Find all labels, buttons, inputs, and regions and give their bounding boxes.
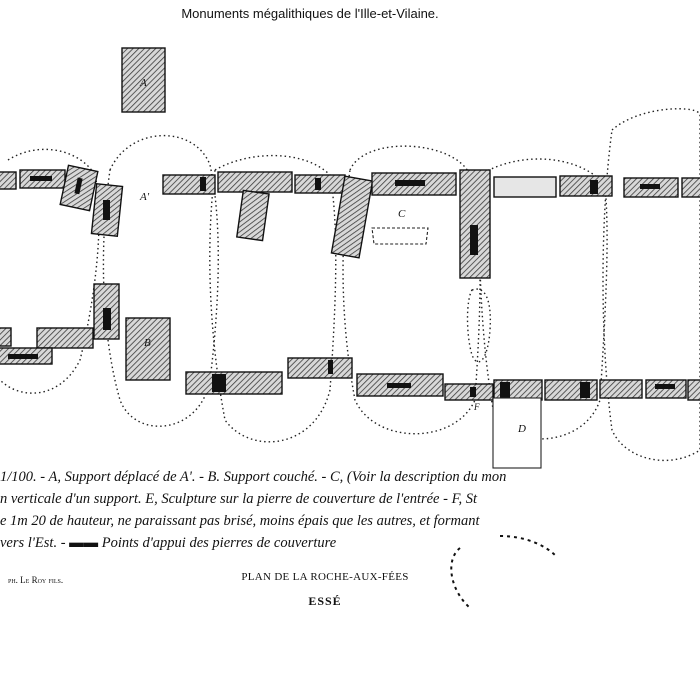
cover-outline-1 <box>0 148 100 394</box>
stone <box>217 171 293 193</box>
stone-C-outline <box>371 227 429 245</box>
stone <box>36 327 94 349</box>
stone <box>162 174 216 195</box>
bearing-mark <box>387 383 411 388</box>
stone <box>185 371 283 395</box>
engraver-credit: ph. Le Roy fils. <box>8 575 64 585</box>
label-c: C <box>398 208 406 220</box>
light-outlines <box>371 227 542 469</box>
caption: 1/100. - A, Support déplacé de A'. - B. … <box>0 466 700 554</box>
bearing-mark <box>328 360 333 374</box>
bearing-points <box>8 176 675 398</box>
stone-A <box>121 47 166 113</box>
stone <box>0 327 12 347</box>
bearing-mark <box>8 354 38 359</box>
stone <box>559 175 613 197</box>
label-f: F <box>473 402 480 412</box>
bearing-mark <box>640 184 660 189</box>
caption-line-1: 1/100. - A, Support déplacé de A'. - B. … <box>0 469 507 485</box>
stone <box>0 171 17 190</box>
bearing-mark <box>580 382 590 398</box>
label-a-prime: A' <box>139 191 150 203</box>
bearing-mark <box>315 178 321 190</box>
stone <box>235 189 270 242</box>
bearing-mark <box>30 176 52 181</box>
bearing-mark <box>470 225 478 255</box>
stone <box>330 175 374 259</box>
bearing-mark <box>103 200 110 220</box>
stone <box>287 357 353 379</box>
bearing-mark <box>590 180 598 194</box>
stone <box>459 169 491 279</box>
caption-line-4: vers l'Est. - ▬▬ Points d'appui des pier… <box>0 535 337 551</box>
label-b: B <box>144 337 151 349</box>
cover-outline-5 <box>466 288 492 363</box>
cover-outline-3 <box>209 154 337 443</box>
stone-B <box>125 317 171 381</box>
megalith-plan: A A' B C D F <box>0 47 700 469</box>
bearing-mark <box>103 308 111 330</box>
bearing-mark <box>655 384 675 389</box>
bearing-mark <box>74 177 83 195</box>
bearing-mark <box>212 374 226 392</box>
caption-line-3: e 1m 20 de hauteur, ne paraissant pas br… <box>0 513 480 529</box>
plan-title: PLAN DE LA ROCHE-AUX-FÉES <box>241 571 409 583</box>
label-d: D <box>517 423 526 435</box>
caption-line-2: n verticale d'un support. E, Sculpture s… <box>0 491 478 507</box>
stone <box>493 176 557 198</box>
support-stones <box>0 47 700 401</box>
stone <box>444 383 494 401</box>
bearing-mark <box>200 177 206 191</box>
stone <box>599 379 643 399</box>
bearing-mark <box>395 180 425 186</box>
stone <box>687 379 700 401</box>
stone <box>681 177 700 198</box>
label-a: A <box>139 77 147 89</box>
stone-D <box>492 397 542 469</box>
plan-subtitle: ESSÉ <box>308 594 342 608</box>
bearing-mark <box>500 382 510 398</box>
header-title: Monuments mégalithiques de l'Ille-et-Vil… <box>181 6 439 21</box>
bearing-mark <box>470 387 476 397</box>
cover-stone-outlines <box>0 108 700 462</box>
cover-outline-7 <box>602 108 700 462</box>
